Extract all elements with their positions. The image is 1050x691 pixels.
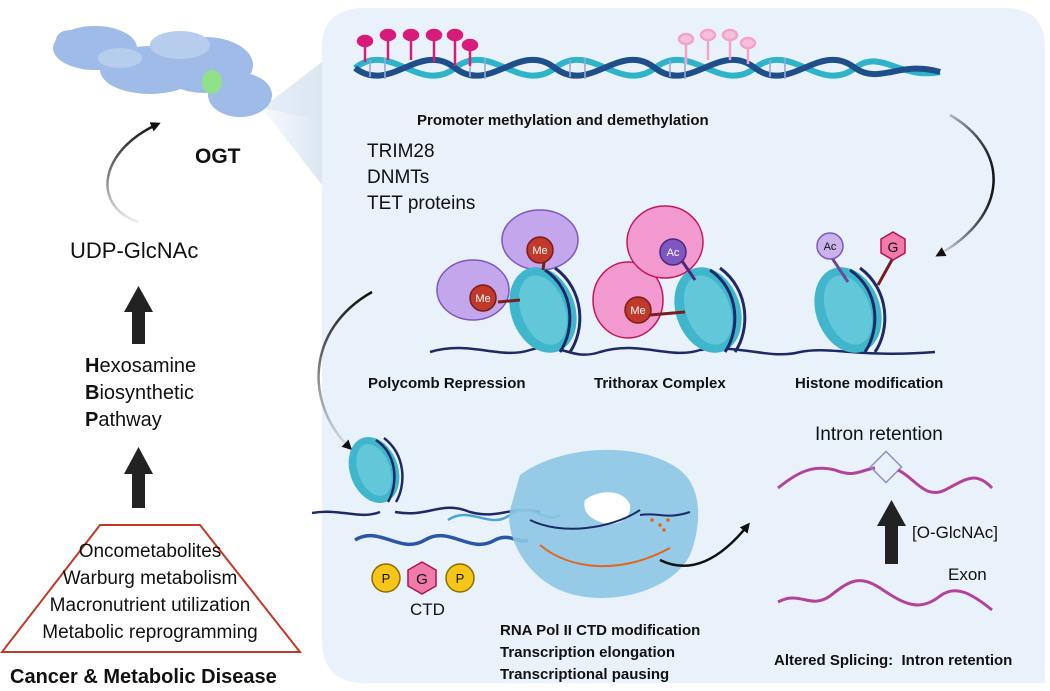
chromatin-strand [429, 346, 936, 356]
driver-item: Metabolic reprogramming [42, 622, 257, 643]
hbp-rest-p: athway [98, 409, 161, 431]
ctd-label: CTD [410, 600, 445, 619]
factor-item: DNMTs [367, 167, 429, 188]
glcnac-mark-label: G [888, 239, 899, 255]
nucleosome [509, 266, 582, 353]
pol2-caption-line: Transcription elongation [500, 644, 675, 661]
pol2-enzyme [509, 449, 699, 598]
rna-upper-left [777, 466, 876, 490]
methyl-mark-label: Me [475, 293, 490, 305]
glcnac-mark [880, 231, 906, 261]
promoter-factors: TRIM28 DNMTs TET proteins [367, 141, 475, 214]
histone-to-pol2-arrow [317, 290, 373, 451]
acetyl-mark [659, 238, 687, 266]
pol2-strand [311, 510, 381, 517]
hbp-initial-h: H [85, 355, 99, 377]
drivers-up-arrow [124, 447, 153, 508]
panel-wedge [262, 62, 322, 185]
ogt-label: OGT [195, 145, 241, 168]
metabolic-drivers-trapezoid [0, 524, 303, 653]
pol2-caption: RNA Pol II CTD modification Transcriptio… [500, 622, 700, 683]
nucleosome [348, 437, 404, 503]
methyl-mark [469, 284, 497, 312]
ogt-protein [53, 26, 272, 117]
splicing-caption: Altered Splicing: Intron retention [774, 652, 1012, 669]
pol2-to-splicing-arrow [659, 522, 750, 568]
intron-retention-label: Intron retention [815, 424, 943, 445]
hbp-initial-p: P [85, 409, 98, 431]
hbp-label: Hexosamine Biosynthetic Pathway [85, 355, 196, 431]
ctd-marks: P G P [371, 561, 475, 595]
factor-item: TRIM28 [367, 141, 435, 162]
disease-label: Cancer & Metabolic Disease [10, 666, 277, 688]
metabolic-drivers-list: Oncometabolites Warburg metabolism Macro… [42, 541, 257, 643]
polycomb-label: Polycomb Repression [368, 375, 526, 392]
promoter-to-histone-arrow [935, 113, 995, 257]
rna-upper-right [897, 468, 994, 494]
histone-modification-label: Histone modification [795, 375, 943, 392]
polycomb-group: Me Me [436, 209, 582, 353]
phospho-mark [445, 563, 475, 593]
acetyl-mark-label: Ac [667, 247, 680, 259]
hbp-rest-h: exosamine [99, 355, 196, 377]
methyl-mark [624, 296, 652, 324]
oglcnac-up-arrow [877, 500, 906, 564]
methyl-mark [526, 236, 554, 264]
svg-text:Pathway: Pathway [85, 409, 162, 431]
nucleosome [814, 266, 887, 353]
driver-item: Oncometabolites [79, 541, 222, 562]
svg-text:Hexosamine: Hexosamine [85, 355, 196, 377]
pol2-exit-strand [639, 511, 691, 517]
svg-text:Biosynthetic: Biosynthetic [85, 382, 194, 404]
phospho-mark-label: P [456, 571, 465, 586]
udp-to-ogt-arrow [106, 122, 161, 224]
factor-item: TET proteins [367, 193, 475, 214]
pol2-caption-line: Transcriptional pausing [500, 666, 669, 683]
methylation-pins [356, 28, 757, 66]
pol2-caption-line: RNA Pol II CTD modification [500, 622, 700, 639]
trithorax-label: Trithorax Complex [594, 375, 726, 392]
phospho-mark [371, 563, 401, 593]
hbp-rest-b: iosynthetic [99, 382, 194, 404]
ctd-tail [354, 533, 529, 547]
oglcnac-label: [O-GlcNAc] [912, 523, 998, 542]
hbp-up-arrow [124, 286, 153, 344]
exon-label: Exon [948, 565, 987, 584]
phospho-mark-label: P [382, 571, 391, 586]
dna-helix [353, 56, 941, 79]
nucleosome [674, 266, 747, 353]
driver-item: Macronutrient utilization [50, 595, 251, 616]
rna-lower [777, 579, 993, 612]
promoter-title: Promoter methylation and demethylation [417, 112, 709, 129]
udp-glcnac-label: UDP-GlcNAc [70, 238, 198, 263]
nascent-rna-dots [650, 518, 670, 532]
acetyl-mark-label: Ac [824, 241, 837, 253]
glcnac-mark [407, 561, 437, 595]
methyl-mark-label: Me [630, 305, 645, 317]
methyl-mark-label: Me [532, 245, 547, 257]
retained-intron [869, 450, 903, 484]
acetyl-mark [816, 232, 844, 260]
hbp-initial-b: B [85, 382, 99, 404]
driver-item: Warburg metabolism [63, 568, 238, 589]
glcnac-mark-label: G [416, 571, 428, 588]
nucleus-panel [262, 8, 1045, 683]
trithorax-group: Me Ac [592, 205, 747, 353]
histone-modification-group: Ac G [814, 231, 906, 353]
